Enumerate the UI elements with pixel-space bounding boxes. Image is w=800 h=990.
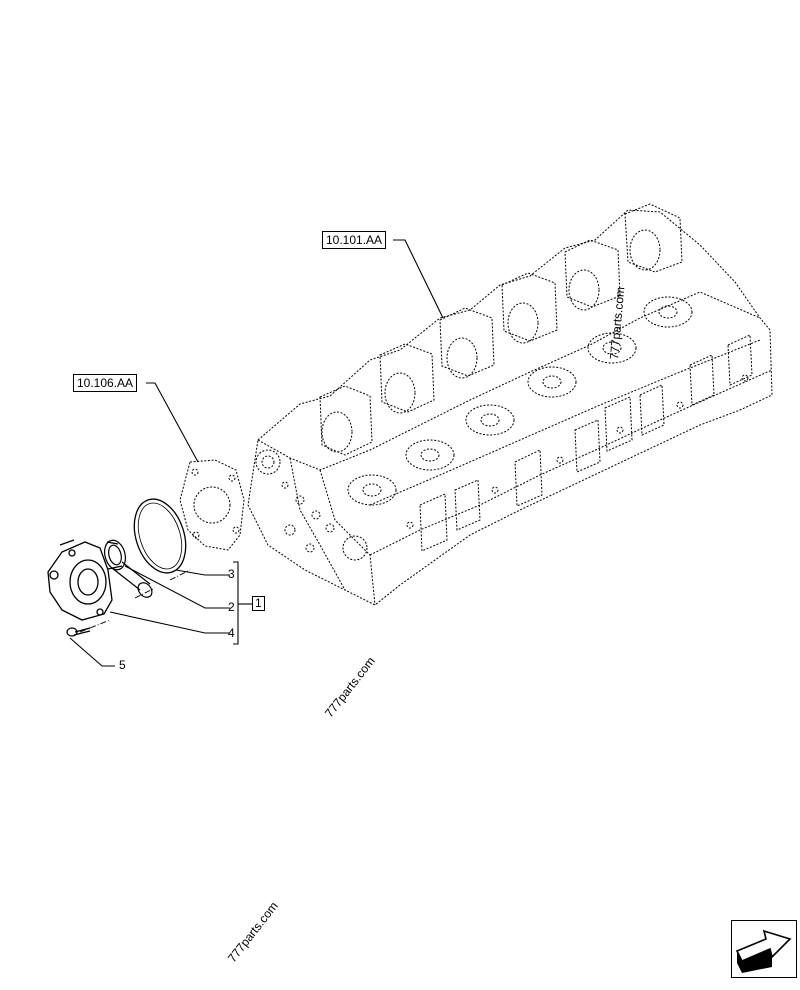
seal-drawing (103, 539, 127, 571)
item-number-seal: 2 (228, 600, 235, 614)
item-number-pipe: 4 (228, 626, 235, 640)
item-number-assembly: 1 (252, 596, 265, 611)
next-page-button[interactable] (731, 920, 797, 978)
item-number-o-ring: 3 (228, 567, 235, 581)
cover-plate-drawing (179, 459, 245, 551)
reference-cylinder-head[interactable]: 10.101.AA (322, 231, 387, 249)
cylinder-head-drawing (247, 203, 773, 606)
item-number-screw: 5 (119, 658, 126, 672)
screw-drawing (66, 627, 91, 637)
o-ring-drawing (133, 498, 187, 574)
pump-housing-drawing (47, 539, 113, 621)
leader-lines (69, 239, 444, 667)
pipe-drawing (111, 561, 153, 598)
arrow-next-icon (735, 929, 792, 973)
reference-cover[interactable]: 10.106.AA (73, 374, 138, 392)
